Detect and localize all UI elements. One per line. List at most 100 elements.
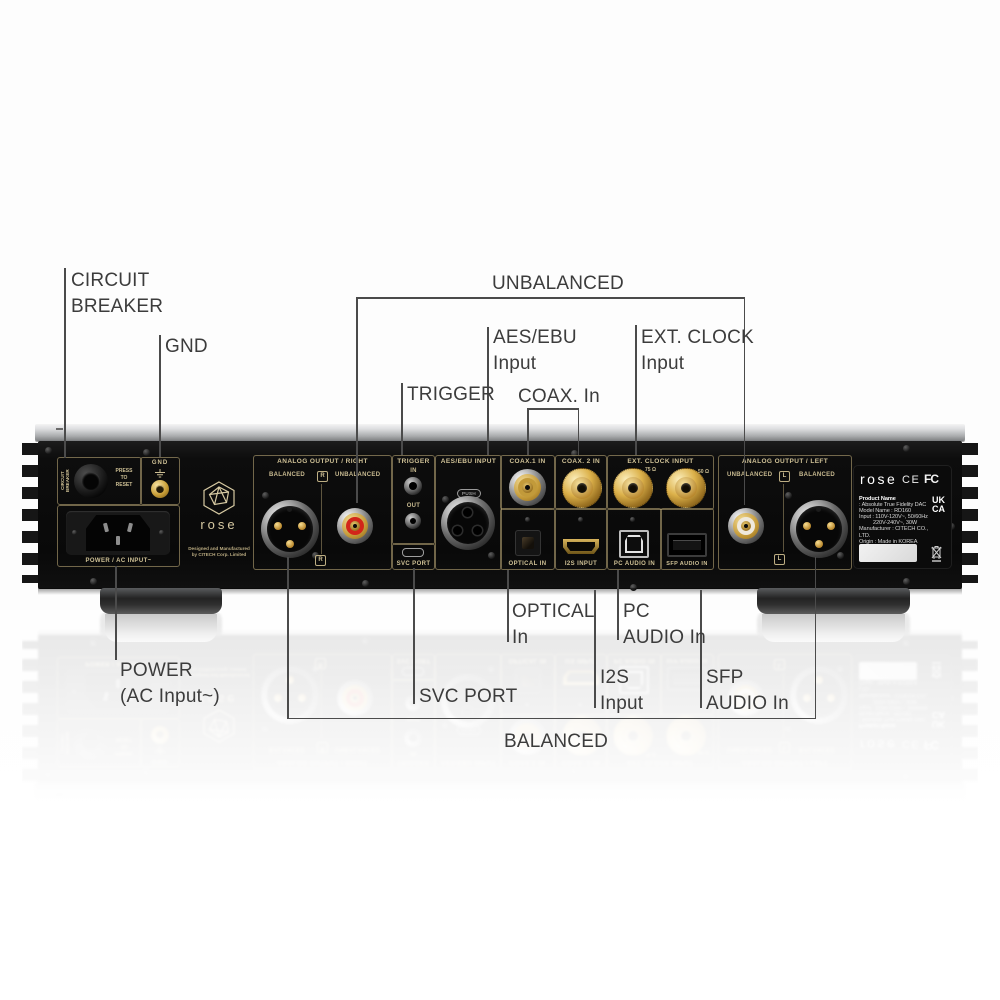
divider <box>783 484 784 552</box>
iec-c14-inlet <box>86 515 150 551</box>
callout-line-balanced-right <box>814 557 816 719</box>
i2s-section: I2S INPUT <box>555 508 607 570</box>
circuit-breaker-button <box>74 464 108 498</box>
unbalanced-left-label: UNBALANCED <box>727 472 773 478</box>
fcc-mark: FC <box>924 472 939 486</box>
channel-marker-r-top: R <box>317 471 328 482</box>
analog-right-title: ANALOG OUTPUT / RIGHT <box>277 458 368 465</box>
sfp-label: SFP AUDIO IN <box>666 561 708 567</box>
rca-unbalanced-output-right <box>337 508 373 544</box>
coax1-section: COAX.1 IN <box>500 455 555 510</box>
brand-tagline: Designed and Manufactured by CITECH Corp… <box>188 546 250 557</box>
model-name: Model Name : RD160 <box>859 508 911 515</box>
screw <box>578 517 583 522</box>
screw <box>72 530 77 535</box>
callout-label-balanced: BALANCED <box>504 731 609 752</box>
xlr-balanced-output-left <box>790 500 848 558</box>
xlr-aes-ebu-input <box>441 496 495 550</box>
screw <box>630 517 635 522</box>
svc-port-label: SVC PORT <box>396 561 431 567</box>
press-to-reset-label: PRESS TO RESET <box>115 468 133 488</box>
balanced-left-label: BALANCED <box>799 472 836 478</box>
screw <box>903 578 910 585</box>
optical-label: OPTICAL IN <box>508 561 547 567</box>
iec-pin <box>116 536 120 545</box>
callout-bracket-unbalanced <box>356 297 745 299</box>
rose-wordmark: rose <box>200 517 238 532</box>
callout-line-coax1 <box>527 408 529 455</box>
sfp-audio-input <box>667 533 707 557</box>
callout-bracket-coax <box>527 408 579 410</box>
product-info-label: rose CE FC Product Name : Absolute True … <box>853 465 952 569</box>
i2s-hdmi-input <box>563 539 599 554</box>
callout-label-i2s: I2S Input <box>600 667 644 715</box>
ext-clock-title: EXT. CLOCK INPUT <box>627 458 694 465</box>
ohm-50-label: 50 Ω <box>698 469 709 475</box>
balanced-right-label: BALANCED <box>269 472 306 478</box>
callout-bracket-balanced <box>287 717 816 719</box>
gnd-terminal <box>151 480 169 498</box>
gnd-section: GND <box>140 457 180 505</box>
callout-label-unbalanced: UNBALANCED <box>492 273 624 294</box>
origin: Origin : Made in KOREA <box>859 538 918 545</box>
coax2-title: COAX. 2 IN <box>561 458 601 465</box>
analog-left-title: ANALOG OUTPUT / LEFT <box>741 458 829 465</box>
screw <box>45 447 52 454</box>
weee-bin-icon <box>931 546 942 562</box>
callout-line-balanced-left <box>287 557 289 719</box>
screw <box>785 492 792 499</box>
callout-line-pc-audio <box>617 570 619 640</box>
callout-line-power <box>115 566 117 660</box>
ground-symbol-icon <box>155 469 165 478</box>
chassis-top-lid <box>35 424 965 441</box>
analog-output-right-section: ANALOG OUTPUT / RIGHT BALANCED R UNBALAN… <box>253 455 392 570</box>
screw <box>630 584 637 591</box>
svc-port-section: SVC PORT <box>392 543 435 570</box>
callout-line-svc-port <box>413 568 415 704</box>
callout-line-circuit-breaker <box>64 268 66 458</box>
trigger-title: TRIGGER <box>397 458 430 465</box>
screw <box>90 578 97 585</box>
gnd-label: GND <box>151 460 169 466</box>
callout-label-coax: COAX. In <box>518 386 600 407</box>
callout-label-aes-ebu: AES/EBU Input <box>493 327 577 375</box>
ext-clock-bnc-75 <box>613 468 653 508</box>
input-spec-2: 220V-240V~, 30W <box>873 520 918 527</box>
info-rose-wordmark: rose <box>860 471 898 487</box>
callout-line-gnd <box>159 335 161 457</box>
aes-ebu-title: AES/EBU INPUT <box>440 458 497 465</box>
screw <box>488 552 495 559</box>
coax2-bnc-input <box>562 468 602 508</box>
rose-logo-icon <box>203 481 235 515</box>
callout-label-circuit-breaker: CIRCUIT BREAKER <box>71 270 164 318</box>
callout-label-sfp-audio: SFP AUDIO In <box>706 667 789 715</box>
screw <box>442 496 449 503</box>
optical-toslink-input <box>515 530 541 556</box>
callout-label-power: POWER (AC Input~) <box>120 660 220 708</box>
heatsink-fins-left <box>22 443 40 583</box>
foot-left <box>100 588 222 642</box>
rca-unbalanced-output-left <box>728 508 764 544</box>
callout-line-unbalanced-right <box>743 297 745 505</box>
trigger-in-label: IN <box>410 468 417 474</box>
usb-c-svc-port <box>402 548 424 557</box>
callout-line-optical <box>507 570 509 642</box>
coax1-rca-input <box>509 469 546 506</box>
callout-label-trigger: TRIGGER <box>407 384 495 405</box>
analog-output-left-section: ANALOG OUTPUT / LEFT UNBALANCED L BALANC… <box>718 455 852 570</box>
screw <box>571 450 578 457</box>
channel-marker-r-bottom: R <box>315 555 326 566</box>
callout-label-pc-audio: PC AUDIO In <box>623 601 706 649</box>
i2s-label: I2S INPUT <box>564 561 598 567</box>
callout-label-ext-clock: EXT. CLOCK Input <box>641 327 754 375</box>
screw <box>525 517 530 522</box>
coax2-section: COAX. 2 IN <box>555 455 607 510</box>
lid-notch <box>56 428 63 430</box>
aes-ebu-section: AES/EBU INPUT PUSH <box>435 455 502 570</box>
screw <box>262 492 269 499</box>
circuit-breaker-side-label: CIRCUIT BREAKER <box>60 469 70 493</box>
screw <box>159 530 164 535</box>
rear-panel-face: CIRCUIT BREAKER PRESS TO RESET GND <box>38 441 962 591</box>
ukca-mark: UK CA <box>932 495 945 514</box>
